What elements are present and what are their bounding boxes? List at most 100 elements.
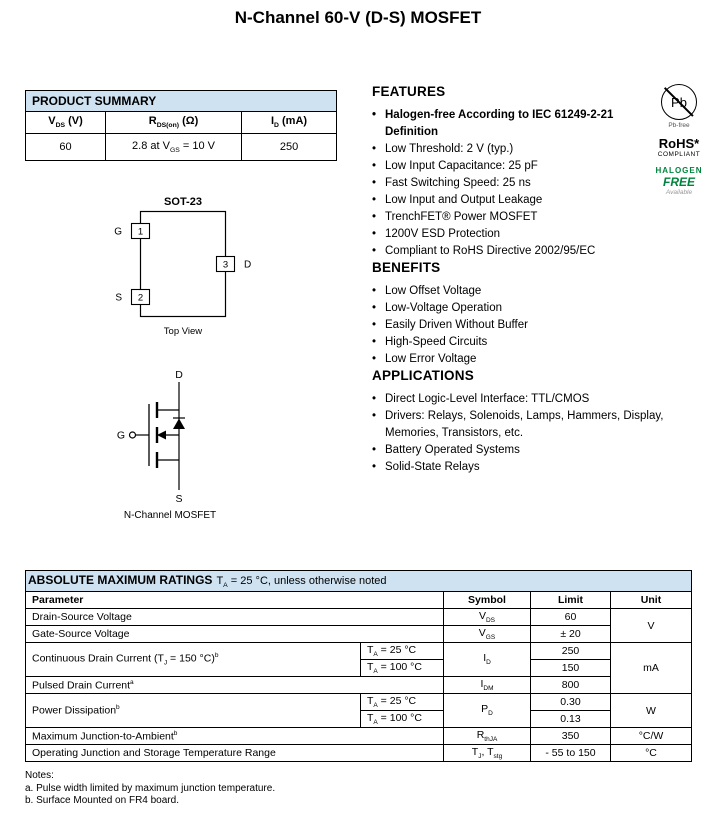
bullet-icon: •	[372, 143, 377, 155]
rds-sub: DS(on)	[156, 122, 180, 130]
bullet-icon: •	[372, 160, 377, 172]
param-pre: Continuous Drain Current (T	[32, 652, 164, 665]
applications-heading: APPLICATIONS	[372, 368, 474, 383]
list-item: •Drivers: Relays, Solenoids, Lamps, Hamm…	[372, 408, 664, 442]
bullet-icon: •	[372, 336, 377, 348]
cond-pre: T	[367, 711, 374, 724]
param-text: Power Dissipation	[32, 704, 117, 717]
param-drain-source-voltage: Drain-Source Voltage	[25, 608, 444, 626]
rds-value-sub: GS	[169, 147, 180, 155]
sym-main: V	[478, 609, 486, 622]
gate-pin-label: G	[114, 227, 122, 238]
table-row: Power Dissipationb TA = 25 °C PD 0.30 W	[25, 693, 692, 728]
bullet-icon: •	[372, 285, 377, 297]
limit-pd-25: 0.30	[530, 693, 611, 711]
cond-post: = 25 °C	[377, 643, 417, 656]
note-ref: a	[130, 678, 134, 686]
condition-ta-100: TA = 100 °C	[360, 710, 444, 728]
table-row: Pulsed Drain Currenta IDM 800	[25, 676, 692, 694]
header-symbol: Symbol	[443, 591, 531, 609]
drain-pin-label: D	[244, 260, 251, 271]
list-item: •Compliant to RoHS Directive 2002/95/EC	[372, 243, 664, 260]
bullet-icon: •	[372, 177, 377, 189]
feature-text: Halogen-free According to IEC 61249-2-21…	[385, 109, 614, 138]
cond-post: = 25 °C, unless otherwise noted	[227, 574, 387, 587]
list-item: •Easily Driven Without Buffer	[372, 317, 664, 334]
benefit-text: Low-Voltage Operation	[385, 302, 502, 314]
list-item: •High-Speed Circuits	[372, 334, 664, 351]
id-sym: I	[270, 115, 275, 128]
package-caption: Top View	[164, 326, 203, 337]
sot23-package-diagram: SOT-23 1 2 3 G S D Top View	[114, 196, 251, 337]
param-power-dissipation: Power Dissipationb	[25, 693, 361, 728]
list-item: •Low Input Capacitance: 25 pF	[372, 158, 664, 175]
sym-main: I	[483, 652, 487, 665]
header-parameter: Parameter	[25, 591, 444, 609]
halogen-badge-line1: HALOGEN	[655, 166, 703, 175]
ratings-condition: TA = 25 °C, unless otherwise noted	[216, 574, 387, 590]
cond-sub: A	[223, 582, 228, 590]
table-row: Maximum Junction-to-Ambientb RthJA 350 °…	[25, 727, 692, 745]
pin1-box	[130, 222, 151, 240]
notes-label: Notes:	[25, 770, 54, 781]
cond-sub: A	[373, 651, 378, 659]
features-heading: FEATURES	[372, 84, 446, 99]
bullet-icon: •	[372, 353, 377, 365]
sym-main: R	[476, 728, 485, 741]
sym-sub: J	[478, 753, 482, 761]
value-id: 250	[240, 133, 338, 161]
bullet-icon: •	[372, 393, 377, 405]
application-text: Battery Operated Systems	[385, 444, 520, 456]
bullet-icon: •	[372, 410, 377, 422]
sym-sub: thJA	[484, 736, 498, 744]
col-header-rds: RDS(on) (Ω)	[105, 111, 242, 134]
limit-vds: 60	[530, 608, 611, 626]
param-operating-temp-range: Operating Junction and Storage Temperatu…	[25, 744, 444, 762]
note-ref: b	[116, 704, 120, 712]
symbol-id: ID	[443, 642, 531, 677]
cond-sub: A	[373, 668, 378, 676]
limit-id-100: 150	[530, 659, 611, 677]
rds-value-pre: 2.8 at V	[132, 139, 170, 152]
rohs-badge: RoHS*	[658, 136, 700, 151]
compliance-badges: Pb Pb-free RoHS* COMPLIANT HALOGEN FREE …	[650, 84, 708, 196]
benefits-heading: BENEFITS	[372, 260, 441, 275]
param-post: = 150 °C)	[167, 652, 215, 665]
source-pin-label: S	[115, 293, 122, 304]
feature-text: Low Threshold: 2 V (typ.)	[385, 143, 514, 155]
source-label: S	[175, 493, 182, 505]
param-junction-to-ambient: Maximum Junction-to-Ambientb	[25, 727, 444, 745]
param-gate-source-voltage: Gate-Source Voltage	[25, 625, 444, 643]
bullet-icon: •	[372, 109, 377, 121]
value-vds: 60	[25, 133, 106, 161]
sym-sub: DS	[485, 617, 496, 625]
param-sub: J	[163, 659, 168, 667]
id-sub: D	[274, 122, 279, 130]
header-limit: Limit	[530, 591, 611, 609]
feature-text: Low Input and Output Leakage	[385, 194, 543, 206]
sym-sub: DM	[483, 685, 494, 693]
notes-section: Notes: a. Pulse width limited by maximum…	[25, 770, 275, 808]
symbol-pd: PD	[443, 693, 531, 728]
sym-main: V	[478, 626, 486, 639]
limit-rthja: 350	[530, 727, 611, 745]
bullet-icon: •	[372, 245, 377, 257]
list-item: • Halogen-free According to IEC 61249-2-2…	[372, 107, 664, 141]
unit-celsius: °C	[610, 744, 692, 762]
sym-main: P	[481, 703, 489, 716]
cond-post: = 25 °C	[377, 694, 417, 707]
value-rds: 2.8 at VGS = 10 V	[105, 133, 242, 161]
param-text: Maximum Junction-to-Ambient	[32, 730, 174, 743]
vds-sym: V	[48, 115, 56, 128]
limit-id-25: 250	[530, 642, 611, 660]
cond-pre: T	[367, 643, 374, 656]
list-item: •Low Offset Voltage	[372, 283, 664, 300]
sym-main: , T	[481, 745, 494, 758]
note-ref: b	[173, 729, 178, 737]
pin3-number: 3	[223, 260, 228, 271]
vds-sub: DS	[55, 122, 66, 130]
cond-pre: T	[367, 660, 374, 673]
pin3-box	[215, 255, 236, 273]
unit-ma: mA	[610, 642, 692, 694]
benefits-list: •Low Offset Voltage • Low-Voltage Operati…	[372, 283, 664, 368]
